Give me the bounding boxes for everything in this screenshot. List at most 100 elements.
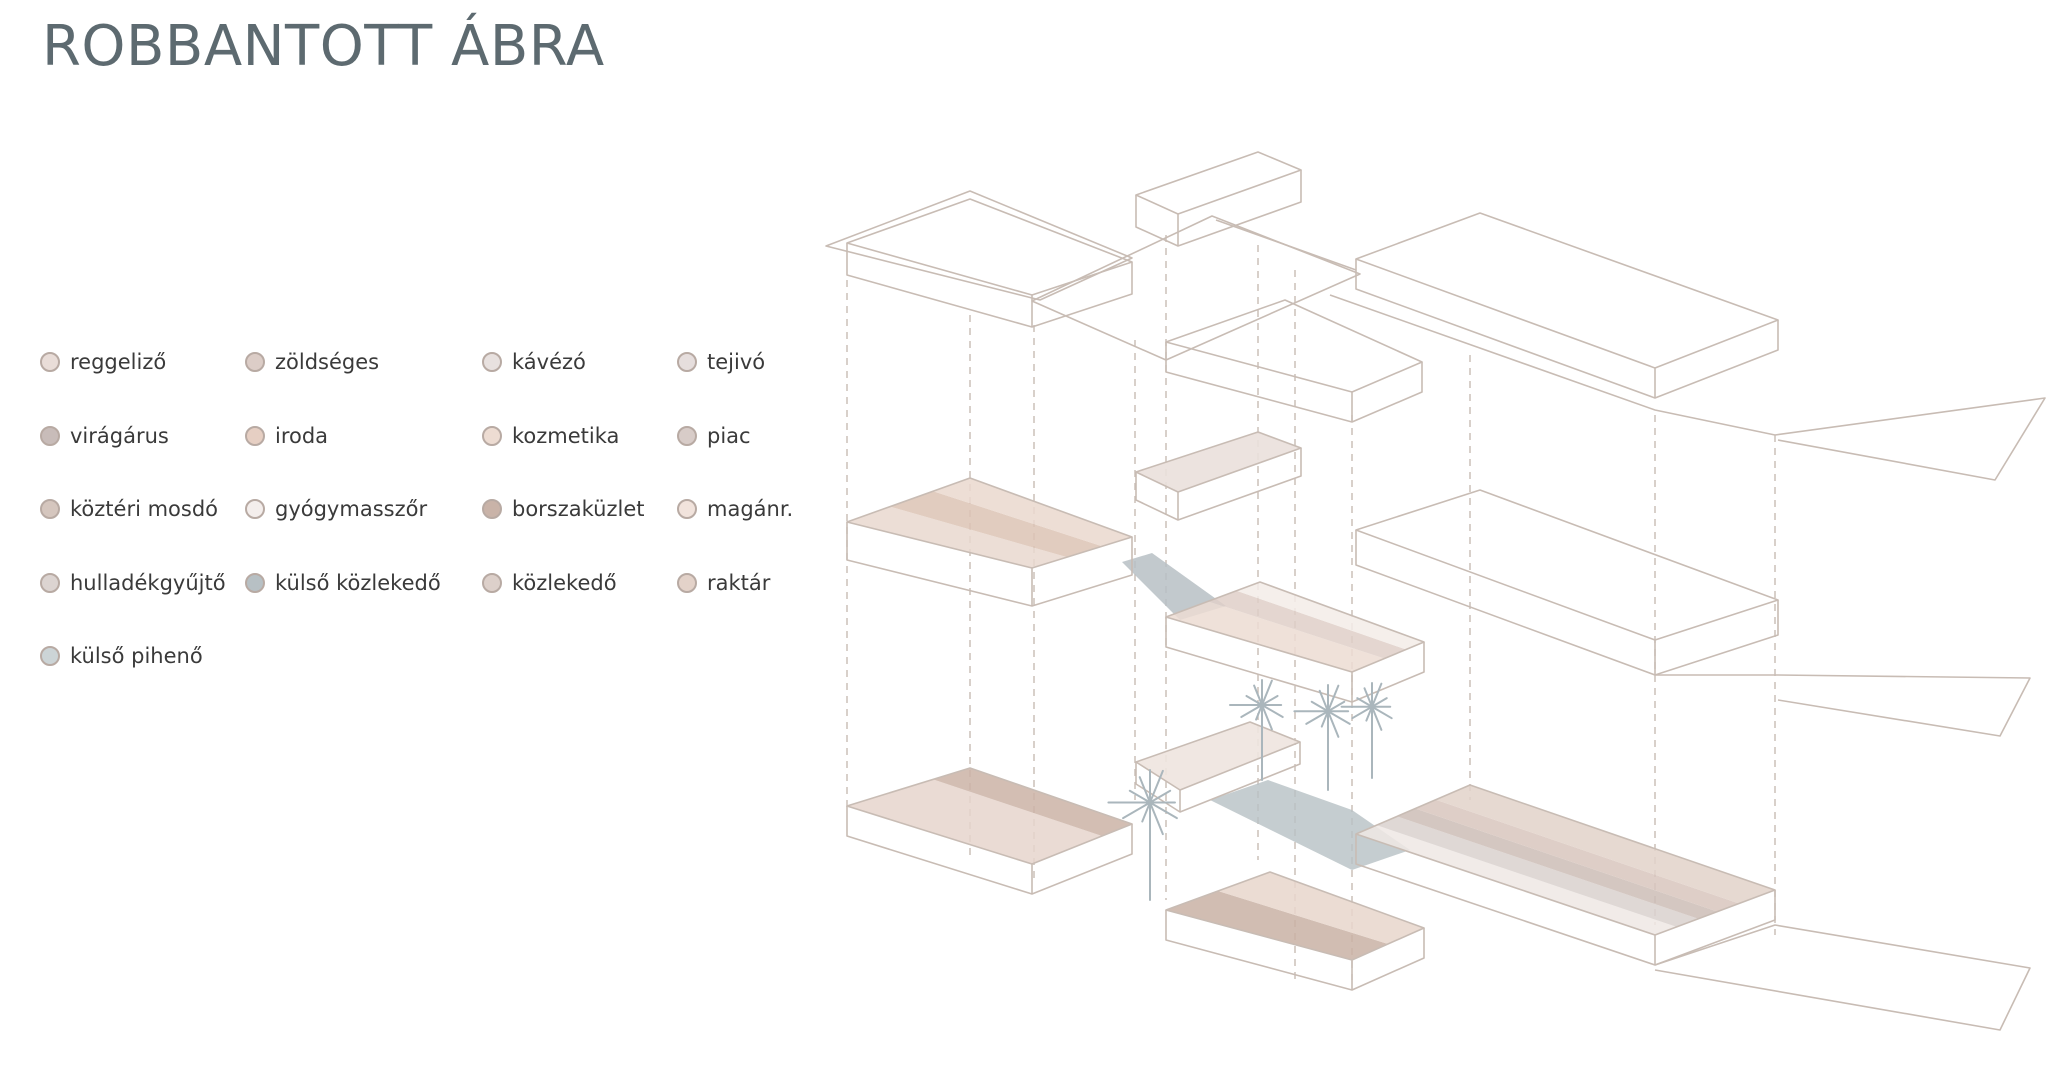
- mid-right-top: [1355, 489, 1779, 641]
- roof-link: [1215, 219, 1357, 271]
- legend-item: kávézó: [482, 345, 586, 379]
- legend-swatch: [482, 573, 502, 593]
- legend-label: külső közlekedő: [275, 571, 441, 595]
- mid-left-zone: [847, 506, 1067, 568]
- tree-branch: [1240, 704, 1263, 719]
- legend-swatch: [677, 426, 697, 446]
- mid-center-zone: [1208, 590, 1406, 659]
- tree-branch: [1371, 705, 1393, 720]
- legend-label: kávézó: [512, 350, 586, 374]
- low-right-zone: [1415, 799, 1739, 912]
- low-right-zone: [1356, 825, 1677, 935]
- legend-item: iroda: [245, 419, 328, 453]
- tree-icon: [1229, 679, 1284, 781]
- legend-label: kozmetika: [512, 424, 620, 448]
- legend-item: reggeliző: [40, 345, 166, 379]
- legend-item: külső pihenő: [40, 639, 203, 673]
- mid-right-sides: [1355, 530, 1779, 676]
- legend-swatch: [245, 499, 265, 519]
- legend-label: gyógymasszőr: [275, 497, 428, 521]
- legend-item: közlekedő: [482, 566, 617, 600]
- legend-label: piac: [707, 424, 751, 448]
- tree-icon: [1293, 684, 1351, 791]
- legend-label: zöldséges: [275, 350, 380, 374]
- legend-label: iroda: [275, 424, 329, 448]
- courtyard-path: [1210, 780, 1410, 870]
- tree-icon: [1107, 769, 1178, 901]
- low-small-fill: [1136, 722, 1300, 790]
- tree-branch: [1371, 705, 1383, 731]
- legend-swatch: [245, 426, 265, 446]
- tree-branch: [1371, 697, 1388, 708]
- roof-right-box-top: [1355, 212, 1779, 369]
- legend-item: piac: [677, 419, 751, 453]
- legend-swatch: [245, 573, 265, 593]
- legend-item: tejivó: [677, 345, 765, 379]
- tree-branch: [1261, 694, 1279, 706]
- tree-branch: [1149, 769, 1164, 804]
- tree-branch: [1149, 789, 1172, 804]
- tree-branch: [1365, 705, 1373, 722]
- legend-label: virágárus: [70, 424, 169, 448]
- legend-item: köztéri mosdó: [40, 492, 218, 526]
- low-right-wing: [1654, 924, 2031, 1031]
- mid-left-zone: [933, 478, 1132, 547]
- legend-item: raktár: [677, 566, 770, 600]
- tree-branch: [1351, 705, 1373, 720]
- tree-branch: [1122, 801, 1151, 820]
- low-left-zone: [847, 779, 1102, 864]
- legend-item: virágárus: [40, 419, 169, 453]
- tree-branch: [1327, 684, 1340, 713]
- roof-small-box-sides: [1135, 170, 1302, 247]
- legend-swatch: [40, 426, 60, 446]
- roof-left-top: [846, 198, 1133, 296]
- mid-center-zone: [1236, 582, 1424, 650]
- tree-branch: [1141, 801, 1151, 823]
- tree-branch: [1128, 789, 1151, 804]
- legend-item: külső közlekedő: [245, 566, 441, 600]
- legend-swatch: [40, 646, 60, 666]
- tree-branch: [1310, 700, 1329, 713]
- tree-branch: [1356, 697, 1373, 708]
- legend-swatch: [677, 573, 697, 593]
- tree-branch: [1261, 679, 1273, 706]
- tree-branch: [1327, 710, 1351, 725]
- roof-left-plate: [825, 190, 1133, 301]
- roof-right-wing: [1329, 294, 2046, 481]
- legend-item: kozmetika: [482, 419, 619, 453]
- tree-branch: [1327, 710, 1340, 738]
- tree-branch: [1327, 700, 1346, 713]
- legend-label: köztéri mosdó: [70, 497, 219, 521]
- legend-item: zöldséges: [245, 345, 379, 379]
- low-right-zone: [1397, 808, 1718, 919]
- legend-item: gyógymasszőr: [245, 492, 427, 526]
- low-right-zone: [1376, 816, 1699, 927]
- mid-small-fill: [1136, 432, 1301, 492]
- legend-swatch: [245, 352, 265, 372]
- legend-label: tejivó: [707, 350, 766, 374]
- roof-mid-box-sides: [1165, 342, 1423, 423]
- legend-swatch: [40, 573, 60, 593]
- tree-branch: [1363, 687, 1373, 708]
- tree-branch: [1253, 684, 1263, 706]
- legend-item: hulladékgyűjtő: [40, 566, 226, 600]
- low-right-zone: [1435, 785, 1775, 904]
- roof-small-box-top: [1135, 151, 1302, 215]
- tree-branch: [1255, 704, 1263, 721]
- legend-swatch: [482, 426, 502, 446]
- tree-icon: [1340, 682, 1393, 779]
- tree-branch: [1318, 689, 1329, 713]
- page-title: ROBBANTOTT ÁBRA: [42, 14, 605, 79]
- roof-right-box-sides: [1355, 259, 1779, 399]
- legend-swatch: [677, 499, 697, 519]
- mid-left-zone: [890, 491, 1102, 558]
- tree-branch: [1261, 704, 1273, 731]
- legend-swatch: [482, 499, 502, 519]
- roof-mid-plate: [1031, 215, 1361, 361]
- mid-center-zone: [1166, 601, 1385, 672]
- tree-branch: [1371, 682, 1383, 708]
- legend-label: reggeliző: [70, 350, 167, 374]
- legend-item: magánr.: [677, 492, 793, 526]
- mid-right-wing: [1655, 674, 2031, 737]
- external-path: [1122, 553, 1226, 620]
